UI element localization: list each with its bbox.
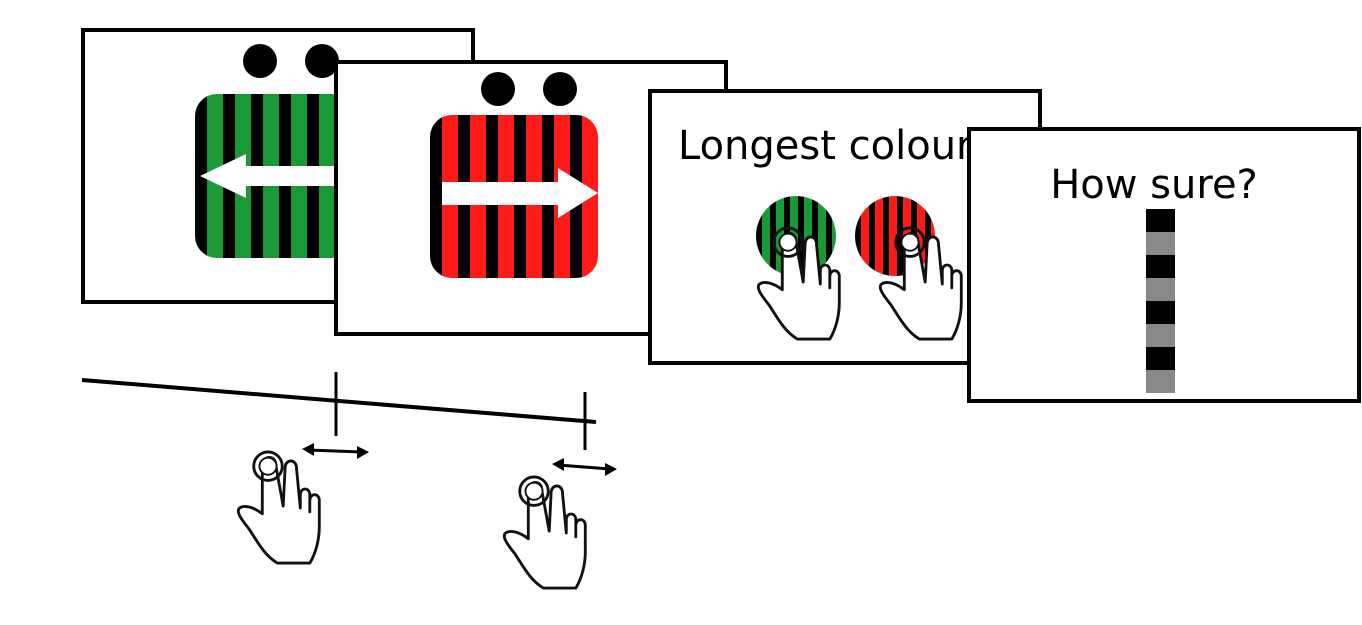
timeline bbox=[81, 372, 617, 590]
screen-4: How sure? bbox=[967, 127, 1361, 403]
double-arrow-icon bbox=[552, 458, 617, 476]
fixation-dot-left bbox=[481, 72, 515, 106]
left-arrow-icon bbox=[200, 154, 340, 198]
prompt-longest-colour: Longest colour? bbox=[678, 123, 994, 169]
fixation-dot-right bbox=[305, 44, 339, 78]
double-arrow-icon bbox=[302, 443, 369, 459]
confidence-scale[interactable] bbox=[1146, 209, 1175, 393]
hand-pointer-icon bbox=[502, 475, 587, 590]
prompt-how-sure: How sure? bbox=[1050, 162, 1258, 208]
fixation-dot-right bbox=[543, 72, 577, 106]
right-arrow-icon bbox=[442, 168, 598, 218]
fixation-dot-left bbox=[243, 44, 277, 78]
hand-pointer-icon bbox=[236, 450, 321, 565]
